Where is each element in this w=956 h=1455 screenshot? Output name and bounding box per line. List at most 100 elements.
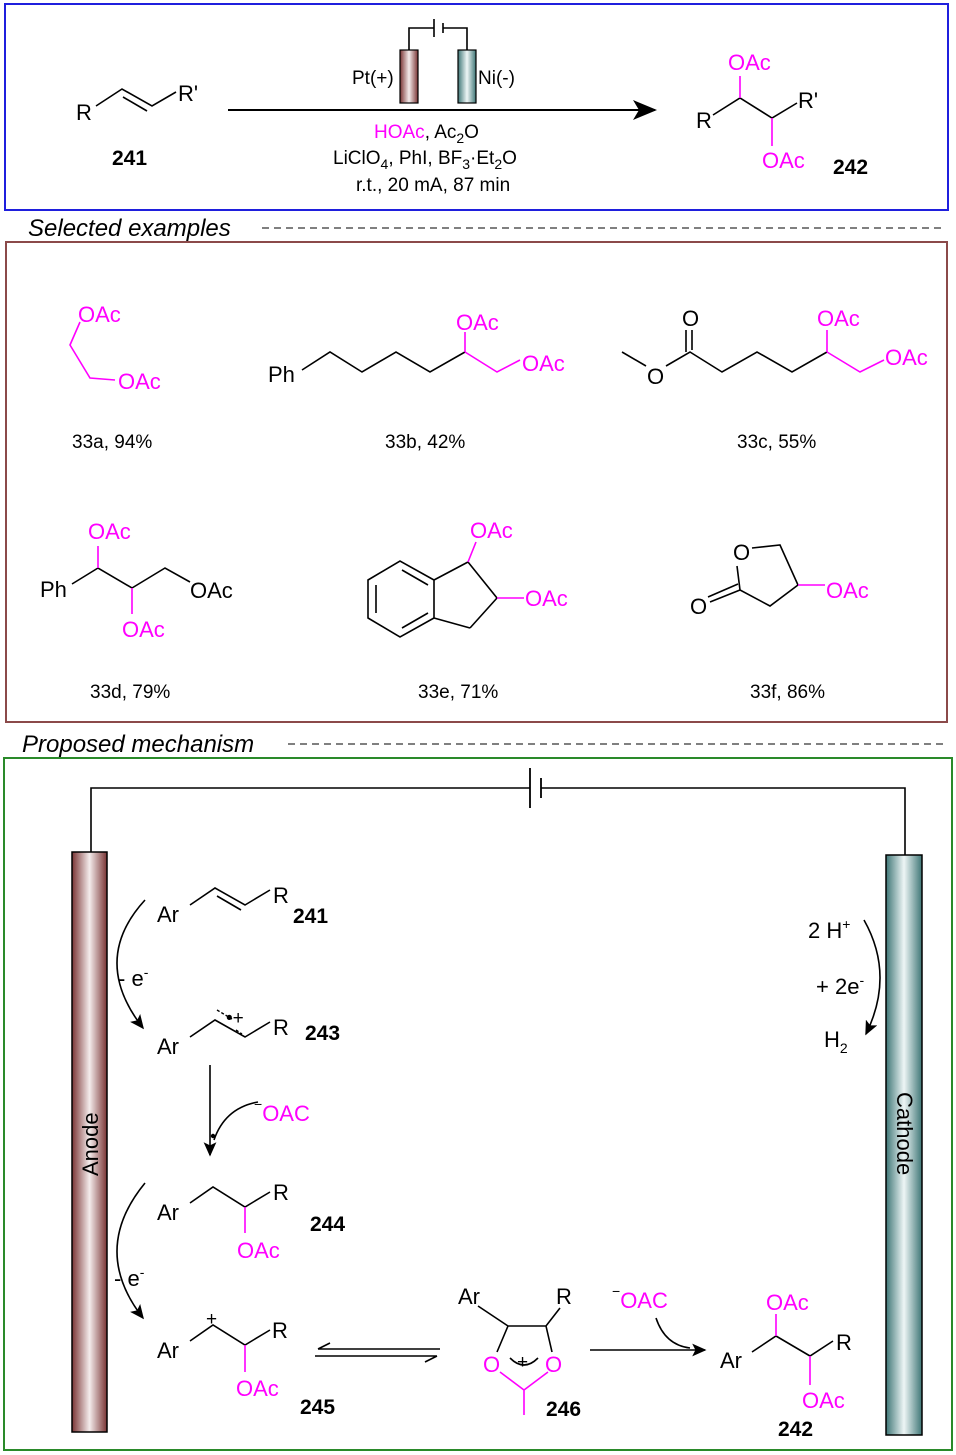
conditions-line-2: LiClO4, PhI, BF3·Et2O (333, 148, 517, 172)
example-33a: OAc OAc 33a, 94% (69, 302, 161, 453)
minus-sign: − (254, 1096, 262, 1112)
chain (301, 351, 466, 373)
subscript: 2 (840, 1040, 848, 1056)
hoac-text: HOAc (374, 122, 425, 143)
hydrogen: H2 (824, 1027, 848, 1056)
oac-bonds (464, 332, 521, 373)
ar: Ar (458, 1284, 480, 1309)
acetate-anion: −OAC (254, 1096, 310, 1126)
minus-sign: − (612, 1283, 620, 1299)
ac2o-end: O (464, 122, 479, 143)
compound-id: 242 (778, 1418, 813, 1441)
oac: OAc (190, 578, 233, 603)
example-33c: O O OAc OAc 33c, 55% (621, 306, 928, 453)
cathode-reaction: 2 H+ + 2e- H2 (808, 916, 881, 1056)
oac-bonds (467, 541, 524, 599)
oac-text: OAC (620, 1288, 668, 1313)
ni-label: Ni(-) (478, 68, 515, 89)
examples-border (5, 241, 948, 723)
r: R (556, 1284, 572, 1309)
example-33d: Ph OAc OAc OAc 33d, 79% (40, 519, 233, 703)
subscript: 4 (381, 156, 389, 172)
radical-dot (210, 1133, 216, 1139)
compound-id: 246 (546, 1398, 581, 1421)
alkene-bonds (95, 88, 177, 107)
ni-electrode (457, 49, 477, 104)
oxidation-arrow (116, 1182, 146, 1320)
r: R (273, 1015, 289, 1040)
acetate-attack-arrow (213, 1101, 259, 1141)
minus-e-text: - e (114, 1266, 140, 1291)
oac-text: OAC (262, 1101, 310, 1126)
structure-33a (69, 321, 116, 381)
example-label: 33d, 79% (90, 682, 170, 703)
ring-o: O (733, 540, 750, 565)
oac-bonds (826, 330, 885, 373)
ph: Ph (40, 577, 67, 602)
conditions-line-3: r.t., 20 mA, 87 min (356, 175, 510, 196)
oac-bonds (97, 546, 133, 614)
acetate-anion: −OAC (612, 1283, 668, 1313)
ar: Ar (157, 1034, 179, 1059)
indane-ring (367, 560, 471, 638)
equilibrium-arrows (315, 1342, 440, 1363)
oac: OAc (78, 302, 121, 327)
example-label: 33c, 55% (737, 432, 816, 453)
pt-label: Pt(+) (352, 68, 394, 89)
oxidation-arrow (116, 899, 146, 1030)
oac: OAc (802, 1388, 845, 1413)
r: R (273, 1180, 289, 1205)
battery-icon (433, 19, 444, 37)
anode-label: Anode (78, 1112, 103, 1176)
electrons: + 2e- (816, 972, 864, 999)
example-label: 33a, 94% (72, 432, 152, 453)
general-reaction: R R' 241 Pt(+) Ni(-) HOAc, Ac2O LiClO4, … (4, 3, 949, 211)
dashed-bond (216, 1009, 243, 1035)
cation-charge: + (517, 1352, 528, 1373)
phi-bf-text: , PhI, BF (388, 148, 462, 169)
oac: OAc (118, 369, 161, 394)
carbonyl-o: O (690, 594, 707, 619)
oac: OAc (525, 586, 568, 611)
superscript: - (140, 1264, 145, 1280)
bonds (189, 1019, 271, 1038)
chain (71, 567, 191, 589)
product-bonds (712, 97, 798, 119)
compound-id: 244 (310, 1213, 345, 1236)
example-label: 33b, 42% (385, 432, 465, 453)
oac: OAc (817, 306, 860, 331)
example-33e: OAc OAc 33e, 71% (367, 518, 568, 703)
et-text: ·Et (470, 148, 495, 169)
example-label: 33f, 86% (750, 682, 825, 703)
compound-241: Ar R 241 (157, 883, 328, 928)
superscript: - (144, 964, 149, 980)
oac-bonds (775, 1314, 811, 1385)
oac: OAc (470, 518, 513, 543)
radical-cation: •+ (226, 1008, 244, 1029)
ester-o: O (647, 364, 664, 389)
mechanism-border (3, 757, 953, 1451)
oac: OAc (885, 345, 928, 370)
oac: OAc (522, 351, 565, 376)
carbonyl-o: O (682, 306, 699, 331)
compound-244: Ar R OAc 244 (157, 1133, 345, 1263)
product-r: R (696, 108, 712, 133)
scheme-border (4, 3, 949, 211)
circuit-wire (90, 787, 906, 855)
bonds (189, 1324, 271, 1346)
subscript: 3 (462, 156, 470, 172)
protons-text: 2 H (808, 918, 842, 943)
example-33b: Ph OAc OAc 33b, 42% (268, 310, 565, 453)
ar: Ar (720, 1348, 742, 1373)
compound-242: Ar OAc R OAc 242 (720, 1290, 852, 1441)
minus-e: - e- (114, 1264, 145, 1291)
superscript: - (859, 972, 864, 988)
ph: Ph (268, 362, 295, 387)
ring-bonds (467, 561, 499, 629)
reduction-arrow (863, 919, 881, 1036)
compound-id: 245 (300, 1396, 335, 1419)
lactone-ring (707, 544, 799, 607)
electrons-text: + 2e (816, 974, 859, 999)
double-bond-line (122, 96, 148, 112)
r: R (272, 1318, 288, 1343)
